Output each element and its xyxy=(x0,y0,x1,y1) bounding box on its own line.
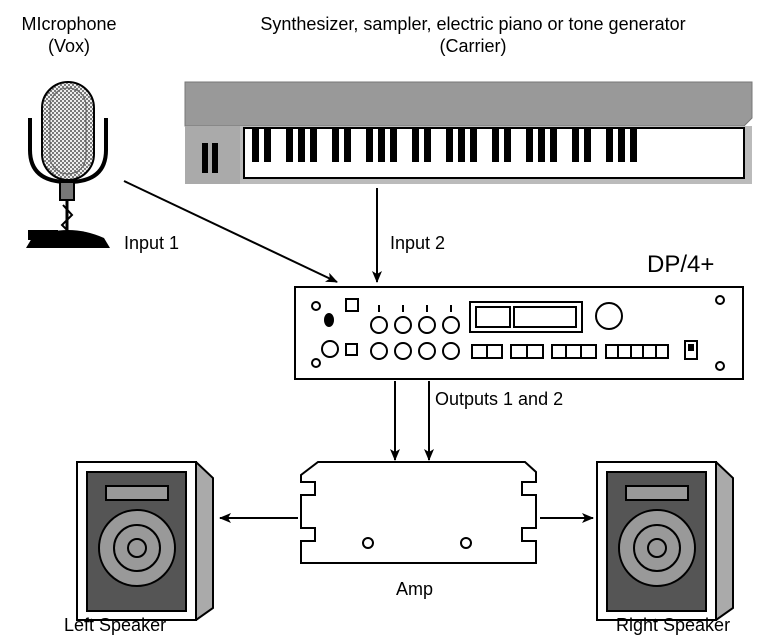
black-key xyxy=(366,128,373,162)
black-key xyxy=(550,128,557,162)
black-key xyxy=(446,128,453,162)
black-key xyxy=(492,128,499,162)
black-key xyxy=(606,128,613,162)
dp4-label: DP/4+ xyxy=(647,251,715,278)
keyboard-black-keys xyxy=(252,128,637,162)
microphone-label-line1: MIcrophone xyxy=(21,14,117,34)
black-key xyxy=(310,128,317,162)
black-key xyxy=(378,128,385,162)
black-key xyxy=(298,128,305,162)
black-key xyxy=(412,128,419,162)
black-key xyxy=(344,128,351,162)
outputs-label: Outputs 1 and 2 xyxy=(435,389,564,409)
right-speaker-icon xyxy=(596,461,734,621)
input1-label: Input 1 xyxy=(124,233,180,253)
microphone-label-line2: (Vox) xyxy=(47,36,90,56)
black-key xyxy=(630,128,637,162)
left-speaker-icon xyxy=(76,461,214,621)
synthesizer-label-line2: (Carrier) xyxy=(439,36,507,56)
left-speaker-label: Left Speaker xyxy=(64,615,167,635)
amplifier-icon xyxy=(300,461,537,564)
synthesizer-keyboard-icon xyxy=(184,81,753,184)
dp4-buttons xyxy=(471,340,698,360)
black-key xyxy=(332,128,339,162)
black-key xyxy=(584,128,591,162)
synthesizer-label-line1: Synthesizer, sampler, electric piano or … xyxy=(260,14,686,34)
microphone-icon xyxy=(26,81,110,248)
black-key xyxy=(264,128,271,162)
synthesizer-label: Synthesizer, sampler, electric piano or … xyxy=(188,13,758,57)
black-key xyxy=(538,128,545,162)
dp4-processor-icon xyxy=(294,286,744,380)
black-key xyxy=(526,128,533,162)
dp4-knobs xyxy=(370,305,460,360)
right-speaker-label: Right Speaker xyxy=(616,615,731,635)
amp-label: Amp xyxy=(396,579,434,599)
black-key xyxy=(424,128,431,162)
black-key xyxy=(504,128,511,162)
microphone-label: MIcrophone (Vox) xyxy=(14,13,124,57)
input2-label: Input 2 xyxy=(390,233,446,253)
black-key xyxy=(390,128,397,162)
black-key xyxy=(458,128,465,162)
black-key xyxy=(252,128,259,162)
black-key xyxy=(618,128,625,162)
black-key xyxy=(286,128,293,162)
arrow-mic-to-dp4 xyxy=(123,180,338,283)
black-key xyxy=(572,128,579,162)
black-key xyxy=(470,128,477,162)
